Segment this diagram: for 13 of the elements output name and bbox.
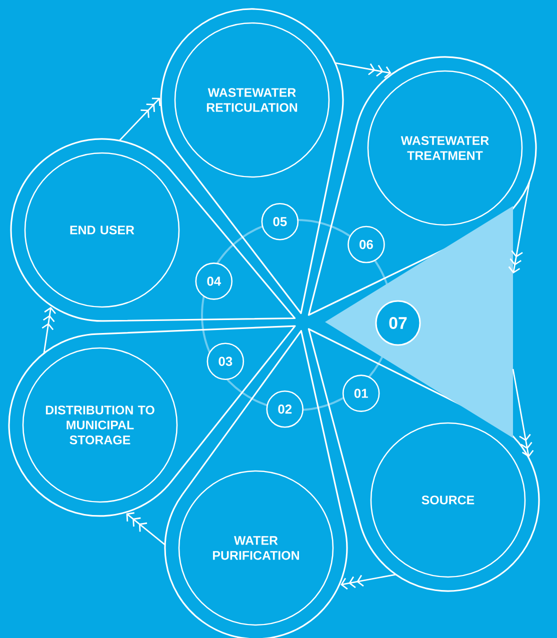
number-badge: 03 xyxy=(206,342,244,380)
arrow xyxy=(126,512,166,546)
number-badge: 01 xyxy=(342,374,380,412)
arrow xyxy=(340,574,396,590)
arrow xyxy=(335,62,392,78)
number-badge: 06 xyxy=(348,226,385,264)
arrow xyxy=(118,98,161,142)
arrow xyxy=(508,182,530,274)
number-badge: 04 xyxy=(195,262,233,300)
number-badge: 02 xyxy=(266,390,304,428)
arrow xyxy=(512,368,534,458)
arrow xyxy=(42,306,56,354)
number-badge: 05 xyxy=(261,202,299,240)
